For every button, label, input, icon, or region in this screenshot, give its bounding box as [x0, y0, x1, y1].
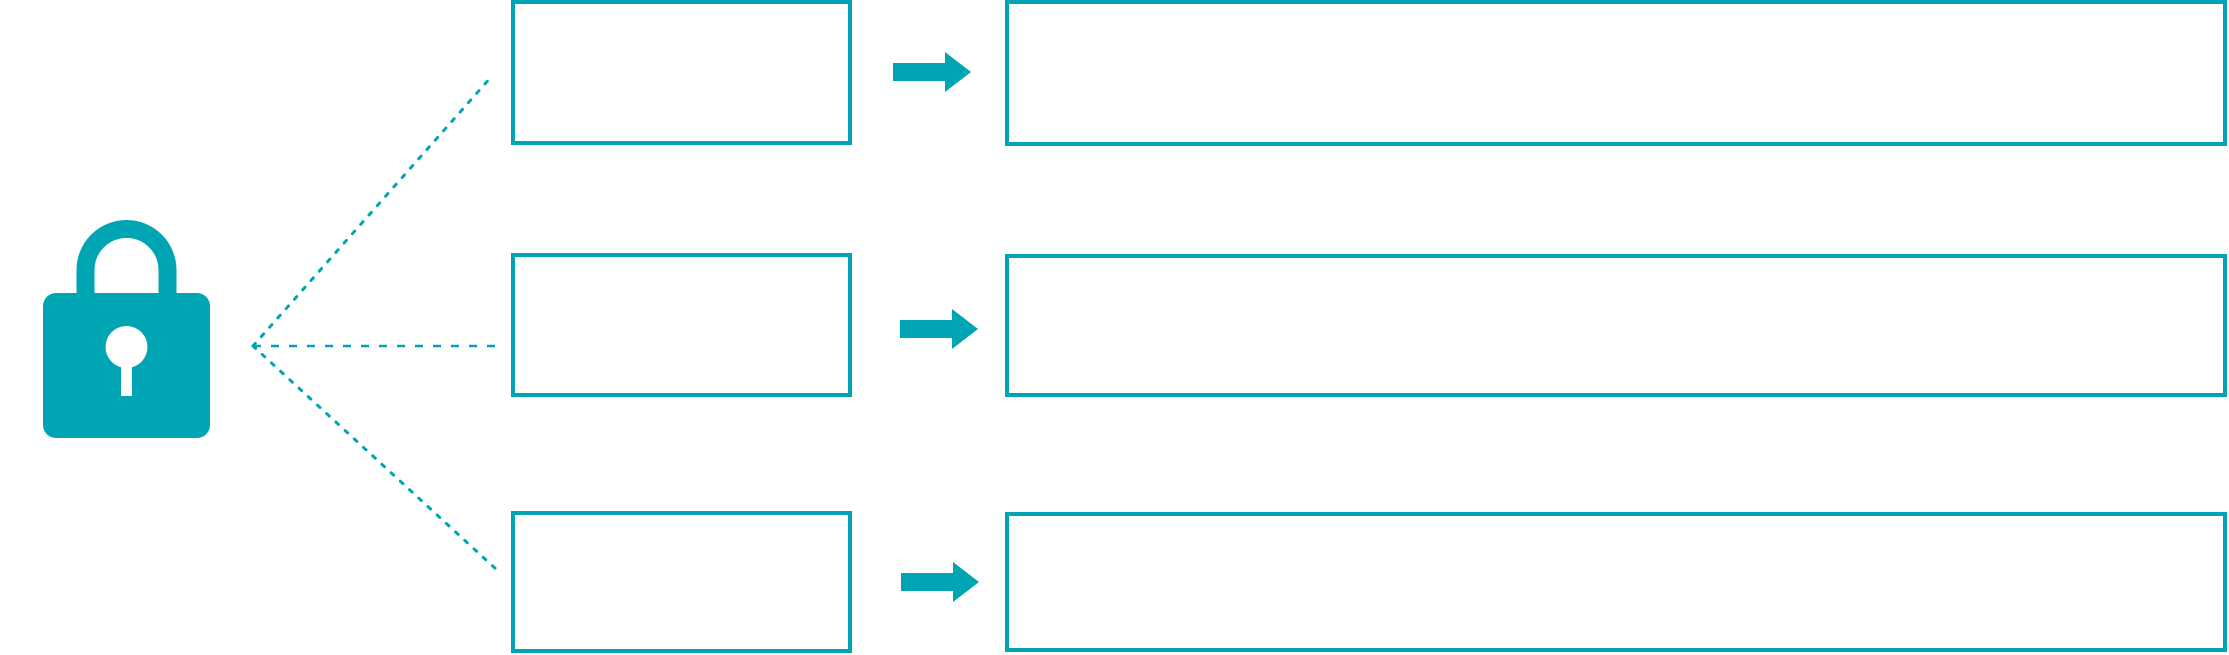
description-box-2[interactable] — [1005, 254, 2227, 397]
arrow-right-icon-1 — [893, 52, 971, 92]
connector-line-bottom — [251, 344, 499, 572]
arrow-right-icon-3 — [901, 562, 979, 602]
lock-keyhole-circle — [105, 326, 148, 368]
option-box-1[interactable] — [511, 0, 852, 145]
lock-icon — [43, 218, 210, 438]
description-box-3[interactable] — [1005, 512, 2227, 652]
arrow-right-icon-2 — [900, 309, 978, 349]
option-box-2[interactable] — [511, 253, 852, 397]
description-box-1[interactable] — [1005, 0, 2227, 146]
connector-line-top — [251, 74, 494, 348]
lock-shackle — [76, 220, 177, 300]
option-box-3[interactable] — [511, 511, 852, 653]
lock-keyhole-stem — [121, 358, 132, 396]
